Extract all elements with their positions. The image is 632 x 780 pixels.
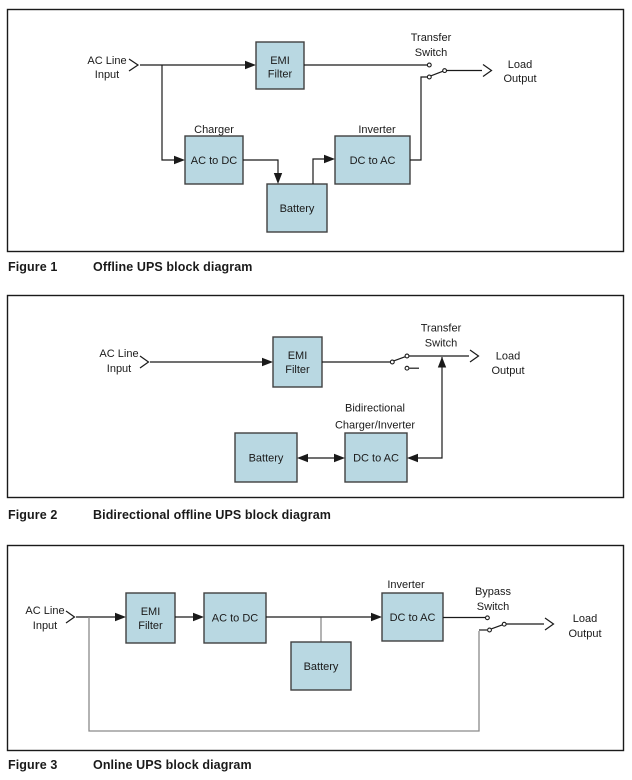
figure-2-caption-label: Figure 2	[8, 508, 57, 522]
emi-filter-label: Filter	[268, 69, 293, 81]
switch-contact-icon	[426, 62, 432, 68]
input-chevron-icon	[65, 610, 76, 624]
load-output-label: Output	[568, 628, 601, 640]
arrowhead-icon	[371, 612, 382, 622]
input-chevron-icon	[128, 58, 140, 72]
ac-line-input-label: Input	[95, 69, 119, 81]
dc-to-ac-label: DC to AC	[353, 453, 399, 465]
arrowhead-icon	[297, 453, 308, 463]
transfer-switch-label: Transfer	[421, 323, 462, 335]
ac-to-dc-label: AC to DC	[191, 155, 238, 167]
load-output-label: Load	[573, 613, 597, 625]
battery-label: Battery	[304, 661, 339, 673]
wire	[410, 76, 427, 161]
emi-filter-label: Filter	[285, 364, 310, 376]
output-chevron-icon	[482, 64, 493, 77]
switch-contact-icon	[404, 365, 410, 371]
arrowhead-icon	[334, 453, 345, 463]
wire	[418, 357, 443, 459]
switch-contact-icon	[487, 627, 492, 633]
output-chevron-icon	[544, 617, 555, 631]
ac-line-input-label: Input	[33, 620, 57, 632]
inverter-label: Inverter	[387, 579, 425, 591]
emi-filter-label: Filter	[138, 620, 163, 632]
dc-to-ac-box	[334, 135, 411, 185]
dc-to-ac-box	[381, 592, 444, 642]
switch-contact-icon	[426, 74, 432, 80]
emi-filter-box	[272, 336, 323, 388]
battery-box	[290, 641, 352, 691]
switch-contact-icon	[442, 68, 448, 74]
switch-contact-icon	[484, 615, 490, 621]
bidirectional-label: Charger/Inverter	[335, 420, 415, 432]
wire	[312, 158, 324, 184]
ac-line-input-label: AC Line	[25, 605, 64, 617]
load-output-label: Load	[508, 59, 532, 71]
wire	[243, 159, 279, 173]
switch-blade	[491, 624, 503, 630]
battery-label: Battery	[249, 453, 284, 465]
battery-box	[234, 432, 298, 483]
figure-3-caption-title: Online UPS block diagram	[93, 758, 252, 772]
input-chevron-icon	[139, 355, 150, 369]
ac-to-dc-box	[203, 592, 267, 644]
bypass-switch-label: Switch	[477, 601, 509, 613]
charger-label: Charger	[194, 124, 234, 136]
dc-to-ac-label: DC to AC	[390, 612, 436, 624]
arrowhead-icon	[262, 357, 273, 367]
figure-1-border	[6, 8, 625, 253]
figure-1-caption-label: Figure 1	[8, 260, 57, 274]
battery-box	[266, 183, 328, 233]
figure-3-caption-label: Figure 3	[8, 758, 57, 772]
arrowhead-icon	[273, 173, 283, 184]
wire	[161, 65, 174, 161]
switch-contact-icon	[389, 359, 395, 365]
ac-line-input-label: AC Line	[99, 348, 138, 360]
figure-1-caption-title: Offline UPS block diagram	[93, 260, 252, 274]
arrowhead-icon	[324, 154, 335, 164]
figure-2-border	[6, 294, 625, 499]
arrowhead-icon	[115, 612, 126, 622]
figure-2-bidirectional-offline-ups: AC Line Input EMI Filter Transfer Switch…	[6, 294, 625, 522]
ac-to-dc-label: AC to DC	[212, 613, 259, 625]
figure-3-online-ups: AC Line Input EMI Filter AC to DC Batter…	[6, 544, 625, 772]
arrowhead-icon	[437, 356, 447, 368]
arrowhead-icon	[174, 155, 185, 165]
load-output-label: Output	[491, 365, 524, 377]
emi-filter-label: EMI	[288, 350, 308, 362]
dc-to-ac-box	[344, 432, 408, 483]
bypass-switch-label: Bypass	[475, 586, 512, 598]
transfer-switch-label: Switch	[425, 338, 457, 350]
switch-blade	[430, 70, 444, 77]
emi-filter-box	[125, 592, 176, 644]
bypass-wire	[88, 617, 480, 732]
figure-2-caption-title: Bidirectional offline UPS block diagram	[93, 508, 331, 522]
output-chevron-icon	[469, 349, 480, 363]
emi-filter-box	[255, 41, 305, 90]
dc-to-ac-label: DC to AC	[350, 155, 396, 167]
arrowhead-icon	[407, 453, 418, 463]
inverter-label: Inverter	[358, 124, 396, 136]
load-output-label: Output	[503, 73, 536, 85]
switch-contact-icon	[404, 353, 410, 359]
figure-3-border	[6, 544, 625, 752]
battery-label: Battery	[280, 203, 315, 215]
emi-filter-label: EMI	[270, 55, 290, 67]
switch-contact-icon	[501, 621, 507, 627]
switch-blade	[393, 356, 406, 362]
arrowhead-icon	[245, 60, 256, 70]
load-output-label: Load	[496, 351, 520, 363]
figure-1-offline-ups: AC Line Input EMI Filter Charger AC to D…	[6, 8, 625, 274]
transfer-switch-label: Transfer	[411, 32, 452, 44]
ac-line-input-label: Input	[107, 363, 131, 375]
emi-filter-label: EMI	[141, 606, 161, 618]
bidirectional-label: Bidirectional	[345, 403, 405, 415]
arrowhead-icon	[193, 612, 204, 622]
ac-line-input-label: AC Line	[87, 55, 126, 67]
transfer-switch-label: Switch	[415, 47, 447, 59]
